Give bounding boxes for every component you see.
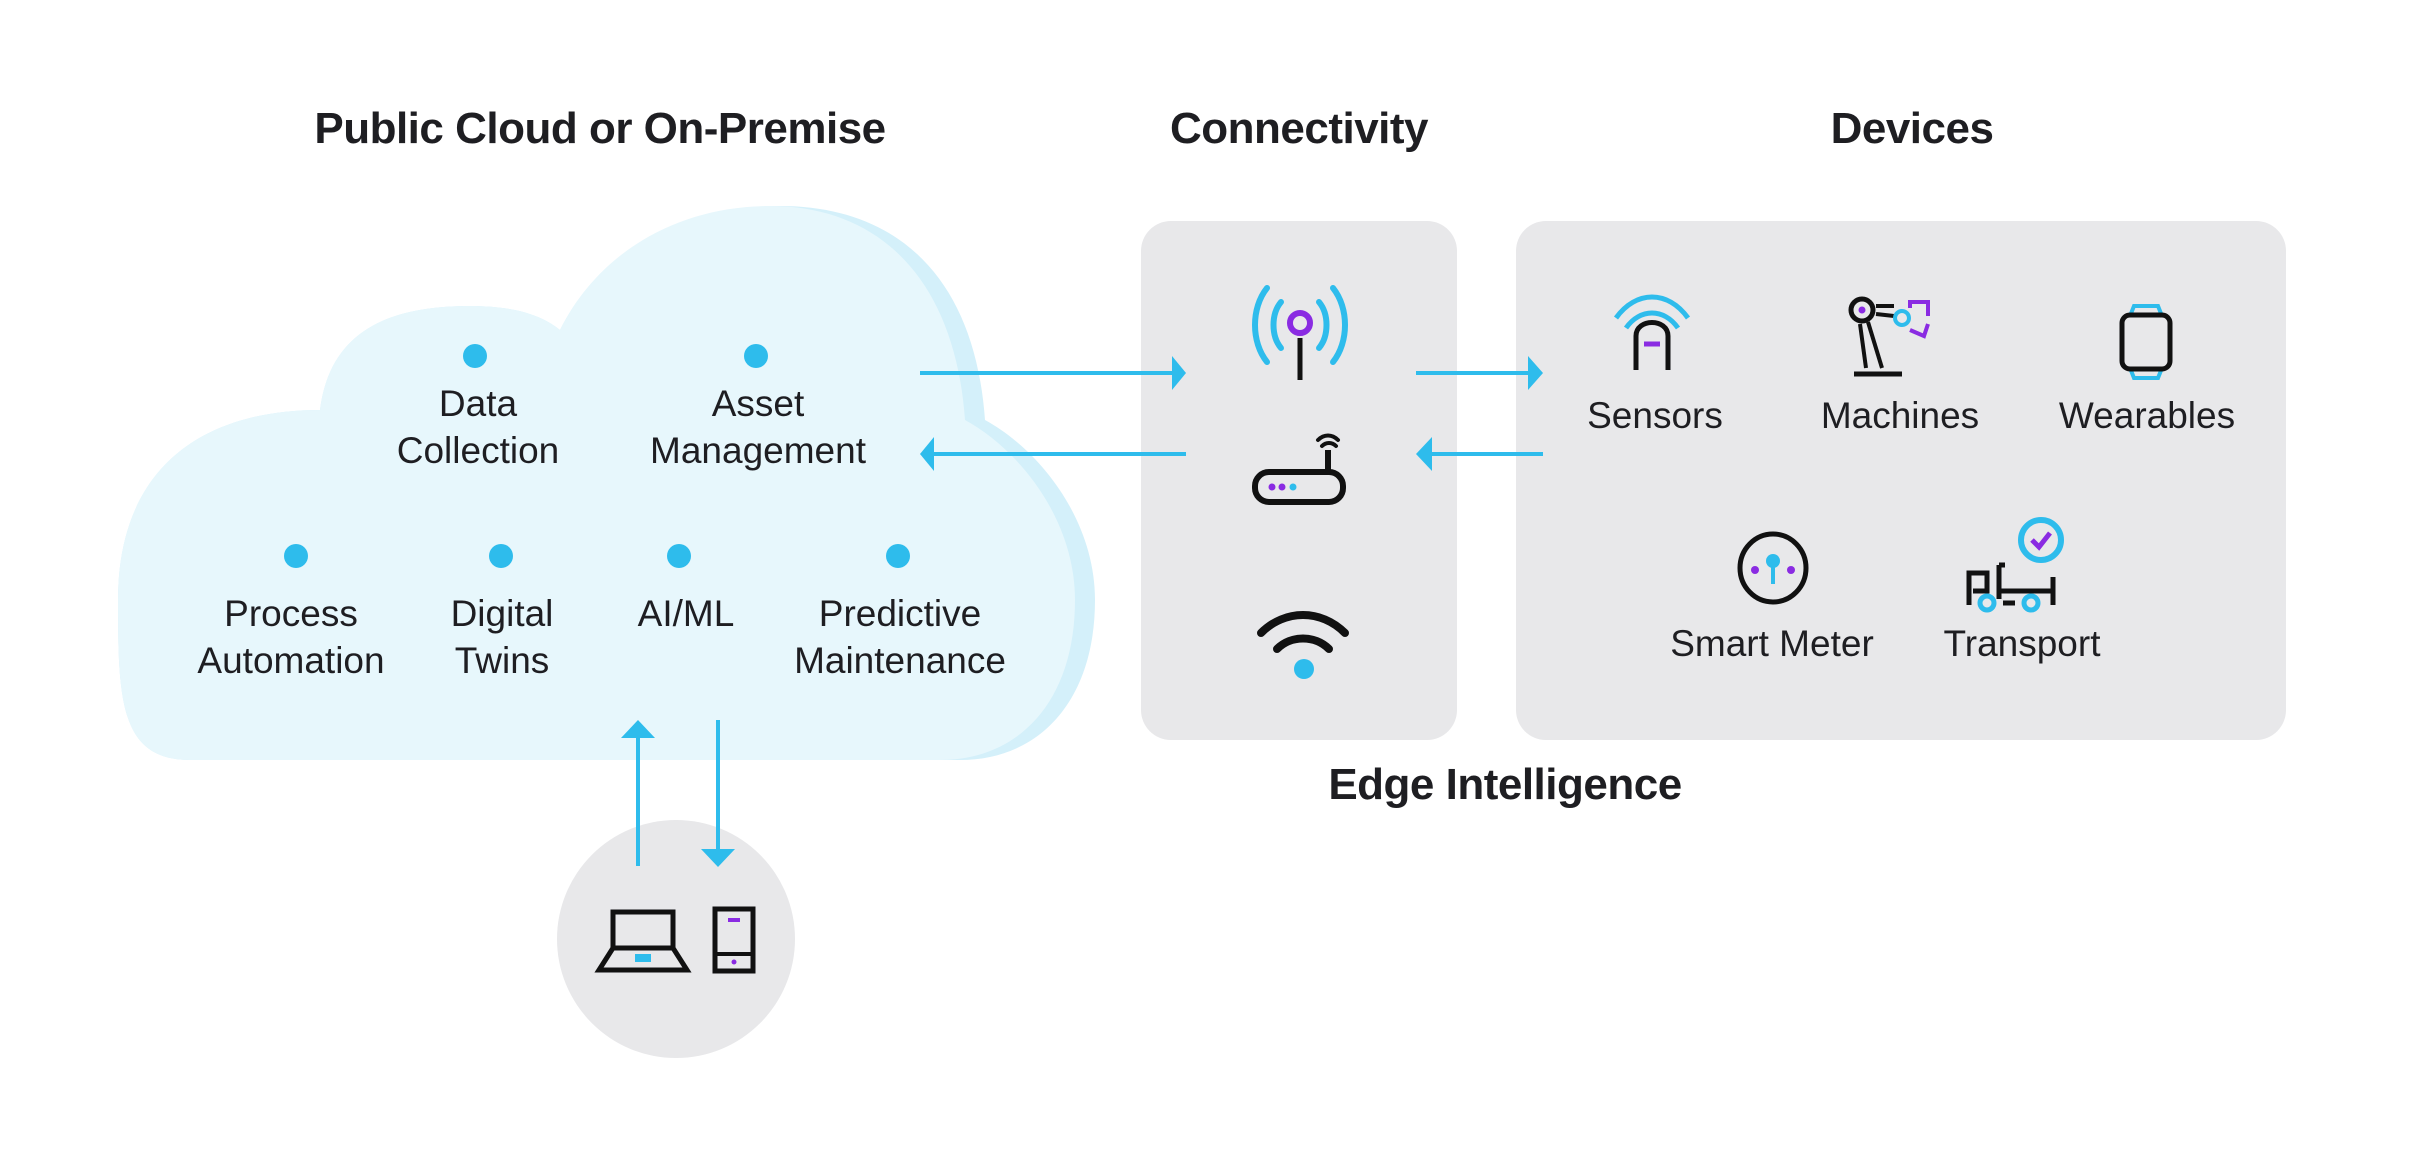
smart-meter-icon: [1737, 531, 1809, 605]
service-label-line: Process: [224, 593, 358, 634]
forklift-icon: [1966, 517, 2064, 613]
laptop-icon: [594, 909, 692, 973]
service-label-line: Predictive: [818, 593, 982, 634]
cloud-heading: Public Cloud or On-Premise: [314, 104, 886, 153]
service-label-line: Asset: [711, 383, 805, 424]
service-label-line: Data: [438, 383, 518, 424]
service-label-line: Management: [650, 430, 866, 471]
cloud-fill: [118, 206, 1075, 760]
service-dot: [886, 544, 910, 568]
wifi-icon: [1257, 611, 1349, 679]
service-dot: [284, 544, 308, 568]
service-label-line: Maintenance: [794, 640, 1006, 681]
arrow-cloud-to-endpoints: [701, 720, 735, 867]
connectivity-heading: Connectivity: [1169, 104, 1429, 153]
arrow-connectivity-to-cloud: [920, 437, 1186, 471]
service-label-line: Twins: [454, 640, 550, 681]
cell-tower-icon: [1252, 285, 1348, 380]
service-dot: [463, 344, 487, 368]
service-dot: [667, 544, 691, 568]
smartwatch-icon: [2119, 304, 2173, 380]
device-label-machines: Machines: [1820, 395, 1980, 436]
service-dot: [489, 544, 513, 568]
service-asset-management: Asset Management: [650, 380, 866, 474]
devices-heading: Devices: [1830, 104, 1994, 153]
service-label-line: Collection: [396, 430, 560, 471]
service-label-line: Digital: [450, 593, 554, 634]
service-label-line: Automation: [197, 640, 385, 681]
device-label-smart-meter: Smart Meter: [1670, 623, 1874, 664]
service-data-collection: Data Collection: [397, 380, 559, 474]
edge-intelligence-heading: Edge Intelligence: [1328, 760, 1682, 809]
service-process-automation: Process Automation: [197, 590, 384, 684]
connectivity-panel: [1141, 221, 1457, 740]
robot-arm-icon: [1848, 296, 1930, 377]
service-dot: [744, 344, 768, 368]
arrow-cloud-to-connectivity: [920, 356, 1186, 390]
service-digital-twins: Digital Twins: [451, 590, 554, 684]
sensor-icon: [1613, 294, 1691, 370]
arrow-devices-to-connectivity: [1416, 437, 1543, 471]
smartphone-icon: [712, 906, 756, 974]
device-label-sensors: Sensors: [1587, 395, 1723, 436]
device-label-transport: Transport: [1943, 623, 2101, 664]
service-ai-ml: AI/ML: [638, 590, 735, 637]
arrow-connectivity-to-devices: [1416, 356, 1543, 390]
router-icon: [1252, 433, 1346, 505]
service-label-line: AI/ML: [637, 593, 735, 634]
device-label-wearables: Wearables: [2058, 395, 2236, 436]
arrow-endpoints-to-cloud: [621, 720, 655, 866]
service-predictive-maintenance: Predictive Maintenance: [794, 590, 1006, 684]
